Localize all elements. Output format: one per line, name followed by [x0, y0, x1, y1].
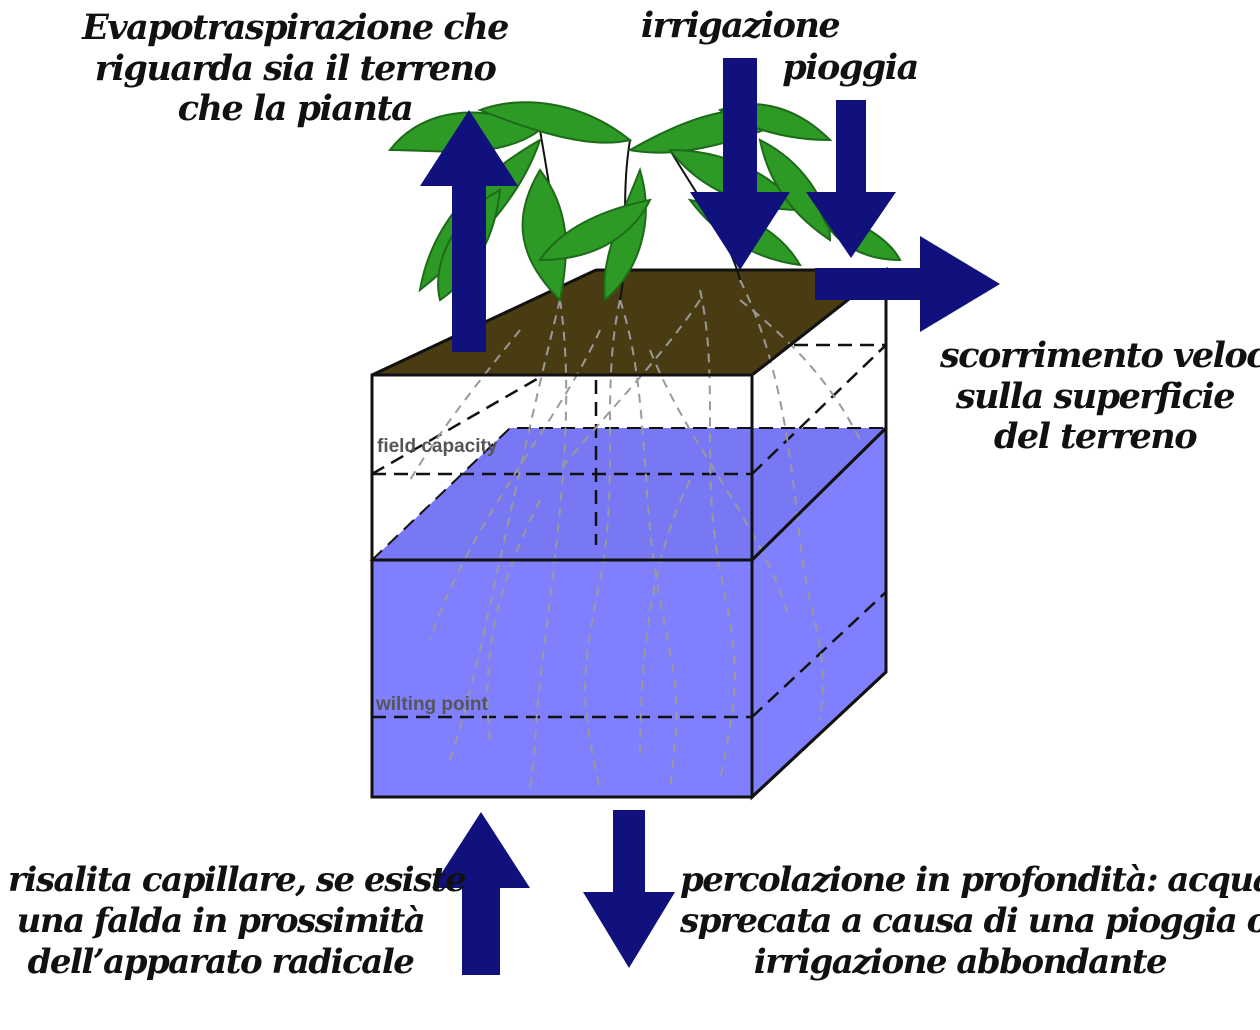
capillary-rise-line-2: una falda in prossimità	[16, 900, 426, 941]
rain-arrow-down-icon	[806, 100, 896, 258]
capillary-rise-line-1: risalita capillare, se esiste	[8, 860, 467, 900]
irrigation-text: irrigazione	[640, 5, 841, 46]
percolation-line-2: sprecata a causa di una pioggia o	[680, 900, 1260, 941]
runoff-label: scorrimento veloce sulla superficie del …	[940, 335, 1260, 458]
plant-roots	[409, 279, 861, 791]
evapotranspiration-label: Evapotraspirazione che riguarda sia il t…	[60, 7, 530, 130]
capillary-rise-arrow-up-icon	[432, 812, 530, 975]
soil-box-icon	[369, 266, 889, 801]
evapotranspiration-line-1: Evapotraspirazione che	[82, 7, 509, 48]
field-capacity-label: field capacity	[377, 436, 498, 457]
runoff-line-2: sulla superficie	[955, 375, 1236, 417]
evapotranspiration-arrow-up-icon	[420, 110, 518, 352]
runoff-line-1: scorrimento veloce	[940, 335, 1260, 376]
water-front-face	[370, 558, 754, 799]
percolation-label: percolazione in profondità: acqua spreca…	[680, 860, 1260, 982]
evapotranspiration-line-2: riguarda sia il terreno	[94, 47, 497, 89]
evapotranspiration-line-3: che la pianta	[177, 88, 414, 130]
irrigation-label: irrigazione	[640, 5, 841, 47]
wilting-point-label: wilting point	[376, 694, 488, 715]
percolation-arrow-down-icon	[583, 810, 675, 968]
runoff-arrow-right-icon	[815, 236, 1000, 332]
irrigation-arrow-down-icon	[690, 58, 790, 270]
capillary-rise-label: risalita capillare, se esiste una falda …	[8, 860, 467, 982]
rain-label: pioggia	[780, 47, 920, 89]
runoff-line-3: del terreno	[993, 416, 1198, 458]
capillary-rise-line-3: dell’apparato radicale	[27, 941, 415, 982]
percolation-line-1: percolazione in profondità: acqua	[680, 860, 1260, 900]
rain-text: pioggia	[782, 47, 919, 88]
flow-arrows	[420, 58, 1000, 975]
percolation-line-3: irrigazione abbondante	[753, 941, 1168, 982]
